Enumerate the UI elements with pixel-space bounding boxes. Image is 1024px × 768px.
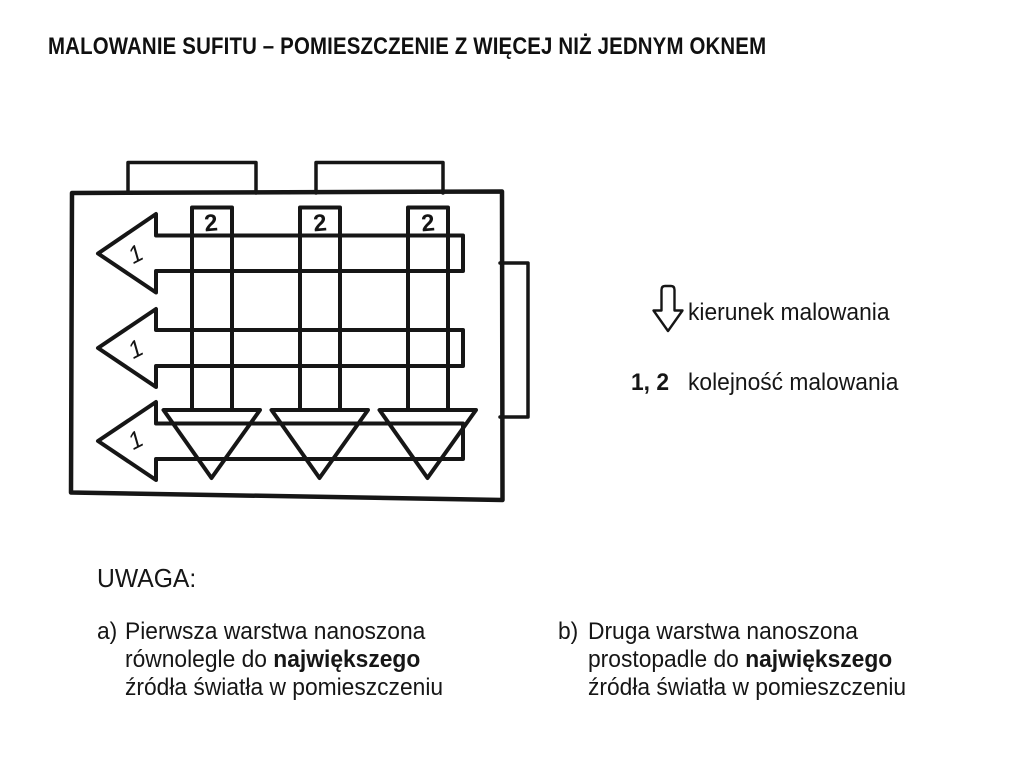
note-a-line3: źródła światła w pomieszczeniu	[125, 674, 444, 701]
page-title: MALOWANIE SUFITU – POMIESZCZENIE Z WIĘCE…	[48, 33, 767, 60]
second-coat-arrow-shaft-3	[406, 205, 450, 412]
second-coat-number: 2	[203, 209, 219, 238]
top-window-left	[126, 160, 258, 195]
notes-heading: UWAGA:	[97, 563, 197, 593]
second-coat-number: 2	[420, 209, 436, 238]
second-coat-arrow-head-3	[377, 408, 478, 480]
top-window-right	[314, 160, 445, 195]
first-coat-number: 1	[123, 334, 148, 365]
note-b-line2-prefix: prostopadle do	[588, 646, 746, 673]
second-coat-arrow-shaft-2	[298, 205, 342, 412]
second-coat-number: 2	[312, 209, 328, 238]
second-coat-arrow-head-1	[161, 408, 262, 480]
note-a-line2: równolegle do największego	[125, 646, 443, 674]
note-b-line3: źródła światła w pomieszczeniu	[588, 674, 907, 701]
note-a: Pierwsza warstwa nanoszona równolegle do…	[125, 618, 443, 702]
side-window-right	[498, 261, 530, 419]
note-b: Druga warstwa nanoszona prostopadle do n…	[588, 618, 906, 702]
note-a-line1: Pierwsza warstwa nanoszona	[125, 618, 426, 645]
first-coat-arrow-2	[96, 307, 465, 389]
first-coat-number: 1	[123, 425, 148, 456]
note-b-marker: b)	[558, 618, 579, 645]
first-coat-number: 1	[123, 239, 148, 270]
first-coat-arrow-1	[96, 212, 465, 295]
note-a-line2-bold: największego	[273, 646, 421, 673]
down-arrow-icon	[652, 284, 684, 333]
legend-direction-label: kierunek malowania	[688, 299, 890, 326]
note-b-line1: Druga warstwa nanoszona	[588, 618, 858, 645]
note-b-line2: prostopadle do największego	[588, 646, 906, 674]
first-coat-arrow-3	[96, 400, 465, 482]
second-coat-arrow-shaft-1	[190, 205, 234, 412]
legend-order-label: kolejność malowania	[688, 369, 899, 396]
second-coat-arrow-head-2	[269, 408, 370, 480]
note-a-marker: a)	[97, 618, 118, 645]
legend-order-numbers: 1, 2	[631, 369, 670, 396]
note-a-line2-prefix: równolegle do	[125, 646, 274, 673]
note-b-line2-bold: największego	[745, 646, 893, 673]
